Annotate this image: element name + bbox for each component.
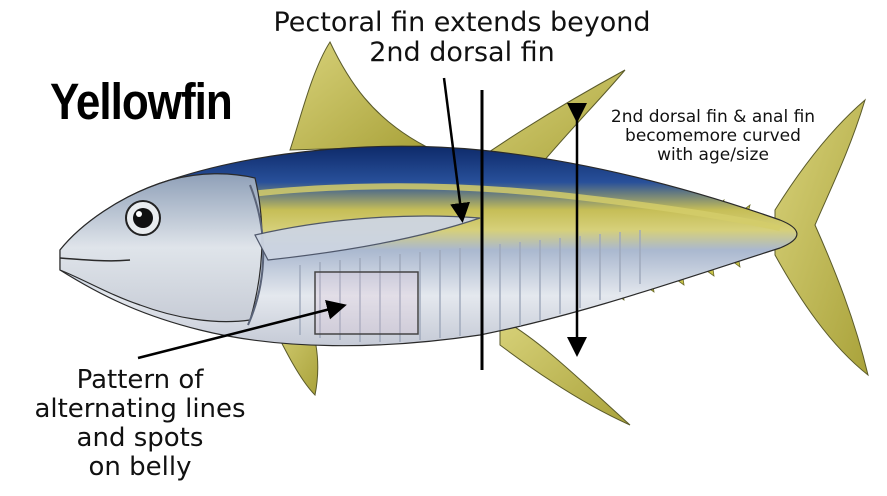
belly-line-1: Pattern of: [20, 366, 260, 395]
anal-fin: [500, 318, 630, 425]
dorsal-line-3: with age/size: [588, 146, 838, 165]
belly-line-3: and spots: [20, 424, 260, 453]
belly-line-2: alternating lines: [20, 395, 260, 424]
pectoral-line-1: Pectoral fin extends beyond: [262, 8, 662, 38]
dorsal-anal-annotation: 2nd dorsal fin & anal fin becomemore cur…: [588, 108, 838, 165]
belly-highlight-box: [315, 272, 418, 334]
pectoral-line-2: 2nd dorsal fin: [262, 38, 662, 68]
dorsal-line-1: 2nd dorsal fin & anal fin: [588, 108, 838, 127]
belly-annotation: Pattern of alternating lines and spots o…: [20, 366, 260, 482]
fish-head: [60, 174, 262, 322]
pectoral-annotation: Pectoral fin extends beyond 2nd dorsal f…: [262, 8, 662, 68]
belly-line-4: on belly: [20, 453, 260, 482]
species-title: Yellowfin: [50, 74, 232, 132]
dorsal-line-2: becomemore curved: [588, 127, 838, 146]
